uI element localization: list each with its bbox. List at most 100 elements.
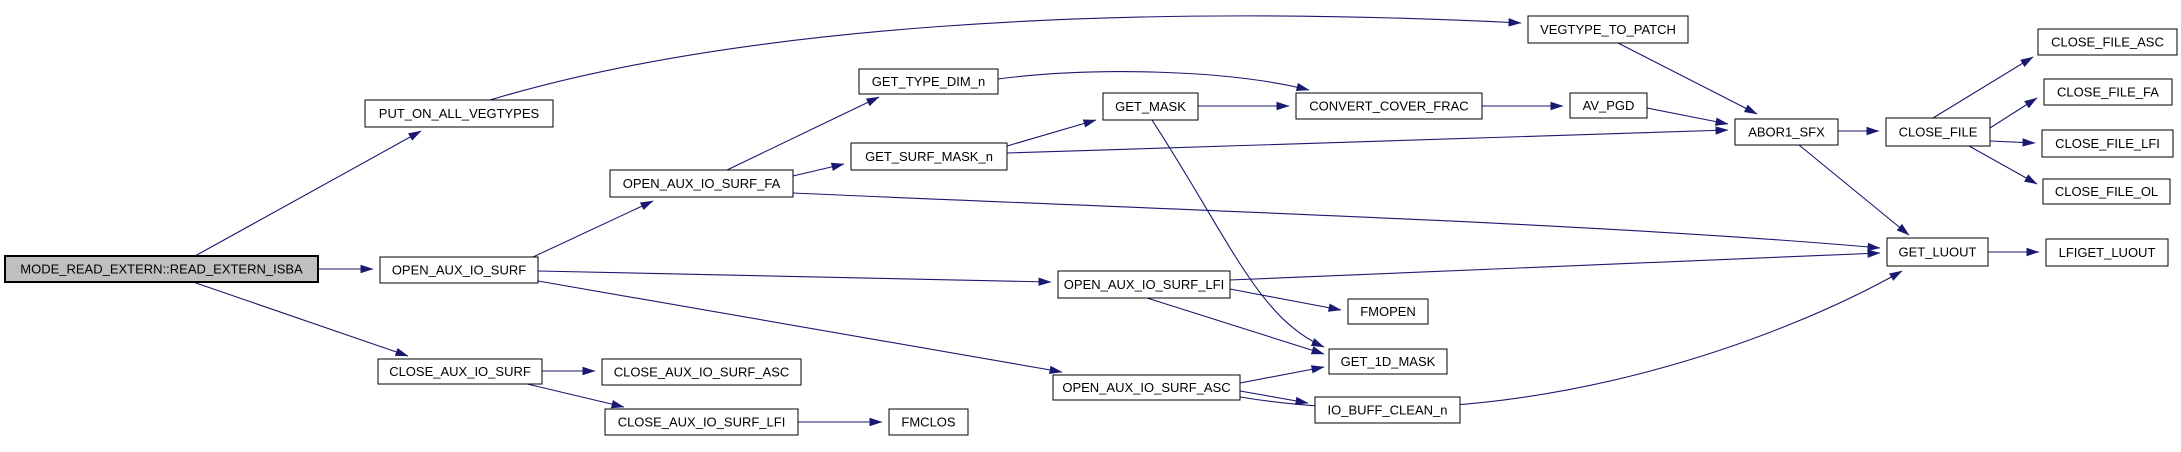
node-label-get-surf-mask-n: GET_SURF_MASK_n	[865, 149, 993, 164]
node-label-abor1-sfx: ABOR1_SFX	[1748, 125, 1825, 140]
node-convert-cover-frac[interactable]: CONVERT_COVER_FRAC	[1295, 92, 1483, 120]
edge-vegtype-to-patch-to-abor1-sfx	[1617, 42, 1758, 115]
node-open-aux-io-surf-fa[interactable]: OPEN_AUX_IO_SURF_FA	[609, 169, 794, 198]
edge-open-aux-io-surf-to-open-aux-io-surf-lfi	[537, 270, 1052, 286]
node-label-put-on-all-vegtypes: PUT_ON_ALL_VEGTYPES	[379, 106, 540, 121]
node-label-close-aux-io-surf-asc: CLOSE_AUX_IO_SURF_ASC	[614, 365, 790, 380]
node-close-file-fa[interactable]: CLOSE_FILE_FA	[2043, 78, 2173, 106]
node-box-fmclos	[888, 408, 969, 436]
node-box-get-type-dim-n	[858, 68, 999, 95]
node-box-close-aux-io-surf-asc	[601, 358, 802, 386]
node-label-open-aux-io-surf-fa: OPEN_AUX_IO_SURF_FA	[623, 176, 781, 191]
edge-open-aux-io-surf-to-open-aux-io-surf-fa	[532, 200, 654, 258]
node-box-convert-cover-frac	[1295, 92, 1483, 120]
edge-get-type-dim-n-to-convert-cover-frac	[997, 71, 1310, 92]
node-open-aux-io-surf[interactable]: OPEN_AUX_IO_SURF	[379, 256, 539, 284]
edge-open-aux-io-surf-lfi-to-get-1d-mask	[1146, 297, 1325, 355]
node-label-open-aux-io-surf-asc: OPEN_AUX_IO_SURF_ASC	[1062, 380, 1230, 395]
edge-put-on-all-vegtypes-to-vegtype-to-patch	[489, 15, 1522, 101]
edge-open-aux-io-surf-asc-to-get-luout	[1239, 270, 1903, 409]
node-label-close-file: CLOSE_FILE	[1899, 125, 1978, 140]
edge-read-extern-isba-to-put-on-all-vegtypes	[194, 130, 422, 257]
edge-open-aux-io-surf-fa-to-get-surf-mask-n	[792, 162, 845, 177]
node-get-mask[interactable]: GET_MASK	[1102, 92, 1199, 121]
node-get-surf-mask-n[interactable]: GET_SURF_MASK_n	[850, 142, 1008, 171]
node-label-close-file-ol: CLOSE_FILE_OL	[2055, 184, 2158, 199]
node-box-close-aux-io-surf-lfi	[604, 408, 799, 436]
edge-close-file-to-close-file-fa	[1989, 97, 2038, 129]
edge-open-aux-io-surf-asc-to-get-1d-mask	[1239, 365, 1325, 384]
node-open-aux-io-surf-asc[interactable]: OPEN_AUX_IO_SURF_ASC	[1052, 374, 1241, 401]
node-box-open-aux-io-surf	[379, 256, 539, 284]
edge-open-aux-io-surf-fa-to-get-type-dim-n	[726, 96, 880, 171]
node-box-put-on-all-vegtypes	[364, 99, 554, 128]
node-close-aux-io-surf[interactable]: CLOSE_AUX_IO_SURF	[377, 358, 543, 385]
node-io-buff-clean-n[interactable]: IO_BUFF_CLEAN_n	[1314, 396, 1461, 424]
node-box-close-file-asc	[2037, 28, 2178, 56]
node-vegtype-to-patch[interactable]: VEGTYPE_TO_PATCH	[1527, 15, 1689, 44]
edge-get-surf-mask-n-to-get-mask	[1006, 119, 1097, 147]
node-label-get-mask: GET_MASK	[1115, 99, 1186, 114]
node-box-fmopen	[1347, 298, 1429, 325]
node-get-type-dim-n[interactable]: GET_TYPE_DIM_n	[858, 68, 999, 95]
node-put-on-all-vegtypes[interactable]: PUT_ON_ALL_VEGTYPES	[364, 99, 554, 128]
node-label-get-1d-mask: GET_1D_MASK	[1341, 354, 1436, 369]
node-label-close-aux-io-surf-lfi: CLOSE_AUX_IO_SURF_LFI	[618, 415, 786, 430]
edge-close-file-to-close-file-asc	[1932, 56, 2034, 119]
node-label-lfiget-luout: LFIGET_LUOUT	[2059, 245, 2156, 260]
node-label-convert-cover-frac: CONVERT_COVER_FRAC	[1309, 99, 1468, 114]
edge-close-file-to-close-file-lfi	[1989, 138, 2036, 147]
node-box-open-aux-io-surf-asc	[1052, 374, 1241, 401]
node-label-close-file-asc: CLOSE_FILE_ASC	[2051, 35, 2164, 50]
edge-open-aux-io-surf-asc-to-io-buff-clean-n	[1239, 390, 1309, 405]
node-label-close-aux-io-surf: CLOSE_AUX_IO_SURF	[389, 364, 531, 379]
edge-abor1-sfx-to-get-luout	[1798, 144, 1910, 236]
node-fmopen[interactable]: FMOPEN	[1347, 298, 1429, 325]
node-box-read-extern-isba	[4, 255, 319, 283]
node-box-close-aux-io-surf	[377, 358, 543, 385]
node-lfiget-luout[interactable]: LFIGET_LUOUT	[2045, 238, 2169, 267]
node-get-luout[interactable]: GET_LUOUT	[1886, 237, 1989, 267]
node-box-abor1-sfx	[1734, 118, 1839, 146]
node-box-av-pgd	[1569, 92, 1648, 119]
node-box-open-aux-io-surf-fa	[609, 169, 794, 198]
node-open-aux-io-surf-lfi[interactable]: OPEN_AUX_IO_SURF_LFI	[1057, 270, 1231, 299]
node-box-close-file-lfi	[2041, 129, 2174, 158]
node-read-extern-isba: MODE_READ_EXTERN::READ_EXTERN_ISBA	[4, 255, 319, 283]
edge-open-aux-io-surf-to-open-aux-io-surf-asc	[537, 280, 1063, 374]
node-close-aux-io-surf-lfi[interactable]: CLOSE_AUX_IO_SURF_LFI	[604, 408, 799, 436]
node-box-close-file	[1885, 117, 1991, 147]
node-close-file-ol[interactable]: CLOSE_FILE_OL	[2042, 178, 2171, 205]
node-close-aux-io-surf-asc[interactable]: CLOSE_AUX_IO_SURF_ASC	[601, 358, 802, 386]
node-label-close-file-lfi: CLOSE_FILE_LFI	[2055, 136, 2160, 151]
node-label-vegtype-to-patch: VEGTYPE_TO_PATCH	[1540, 22, 1676, 37]
nodes-layer: MODE_READ_EXTERN::READ_EXTERN_ISBA PUT_ON…	[4, 15, 2178, 436]
node-box-vegtype-to-patch	[1527, 15, 1689, 44]
node-label-get-type-dim-n: GET_TYPE_DIM_n	[872, 74, 985, 89]
node-label-open-aux-io-surf: OPEN_AUX_IO_SURF	[392, 263, 526, 278]
node-fmclos[interactable]: FMCLOS	[888, 408, 969, 436]
node-box-get-surf-mask-n	[850, 142, 1008, 171]
node-label-av-pgd: AV_PGD	[1583, 98, 1635, 113]
node-abor1-sfx[interactable]: ABOR1_SFX	[1734, 118, 1839, 146]
node-box-get-mask	[1102, 92, 1199, 121]
node-close-file-asc[interactable]: CLOSE_FILE_ASC	[2037, 28, 2178, 56]
node-label-fmclos: FMCLOS	[901, 415, 956, 430]
node-box-io-buff-clean-n	[1314, 396, 1461, 424]
node-get-1d-mask[interactable]: GET_1D_MASK	[1328, 348, 1448, 375]
node-close-file[interactable]: CLOSE_FILE	[1885, 117, 1991, 147]
node-box-get-1d-mask	[1328, 348, 1448, 375]
edge-get-mask-to-get-1d-mask	[1151, 119, 1325, 348]
edge-open-aux-io-surf-lfi-to-get-luout	[1229, 249, 1881, 281]
node-box-get-luout	[1886, 237, 1989, 267]
edge-close-aux-io-surf-to-close-aux-io-surf-lfi	[522, 382, 625, 409]
edge-get-surf-mask-n-to-abor1-sfx	[1006, 126, 1729, 154]
node-label-get-luout: GET_LUOUT	[1898, 245, 1976, 260]
node-label-open-aux-io-surf-lfi: OPEN_AUX_IO_SURF_LFI	[1064, 277, 1224, 292]
node-box-lfiget-luout	[2045, 238, 2169, 267]
node-close-file-lfi[interactable]: CLOSE_FILE_LFI	[2041, 129, 2174, 158]
node-av-pgd[interactable]: AV_PGD	[1569, 92, 1648, 119]
edge-open-aux-io-surf-fa-to-get-luout	[792, 192, 1881, 252]
